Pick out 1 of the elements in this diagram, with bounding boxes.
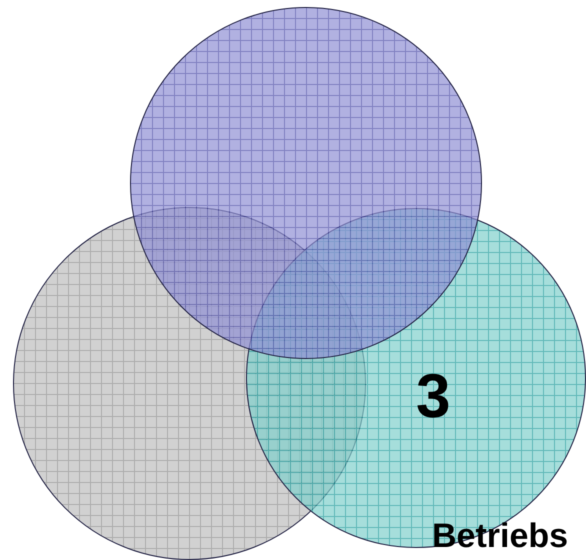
region-number: 3 <box>416 366 450 428</box>
